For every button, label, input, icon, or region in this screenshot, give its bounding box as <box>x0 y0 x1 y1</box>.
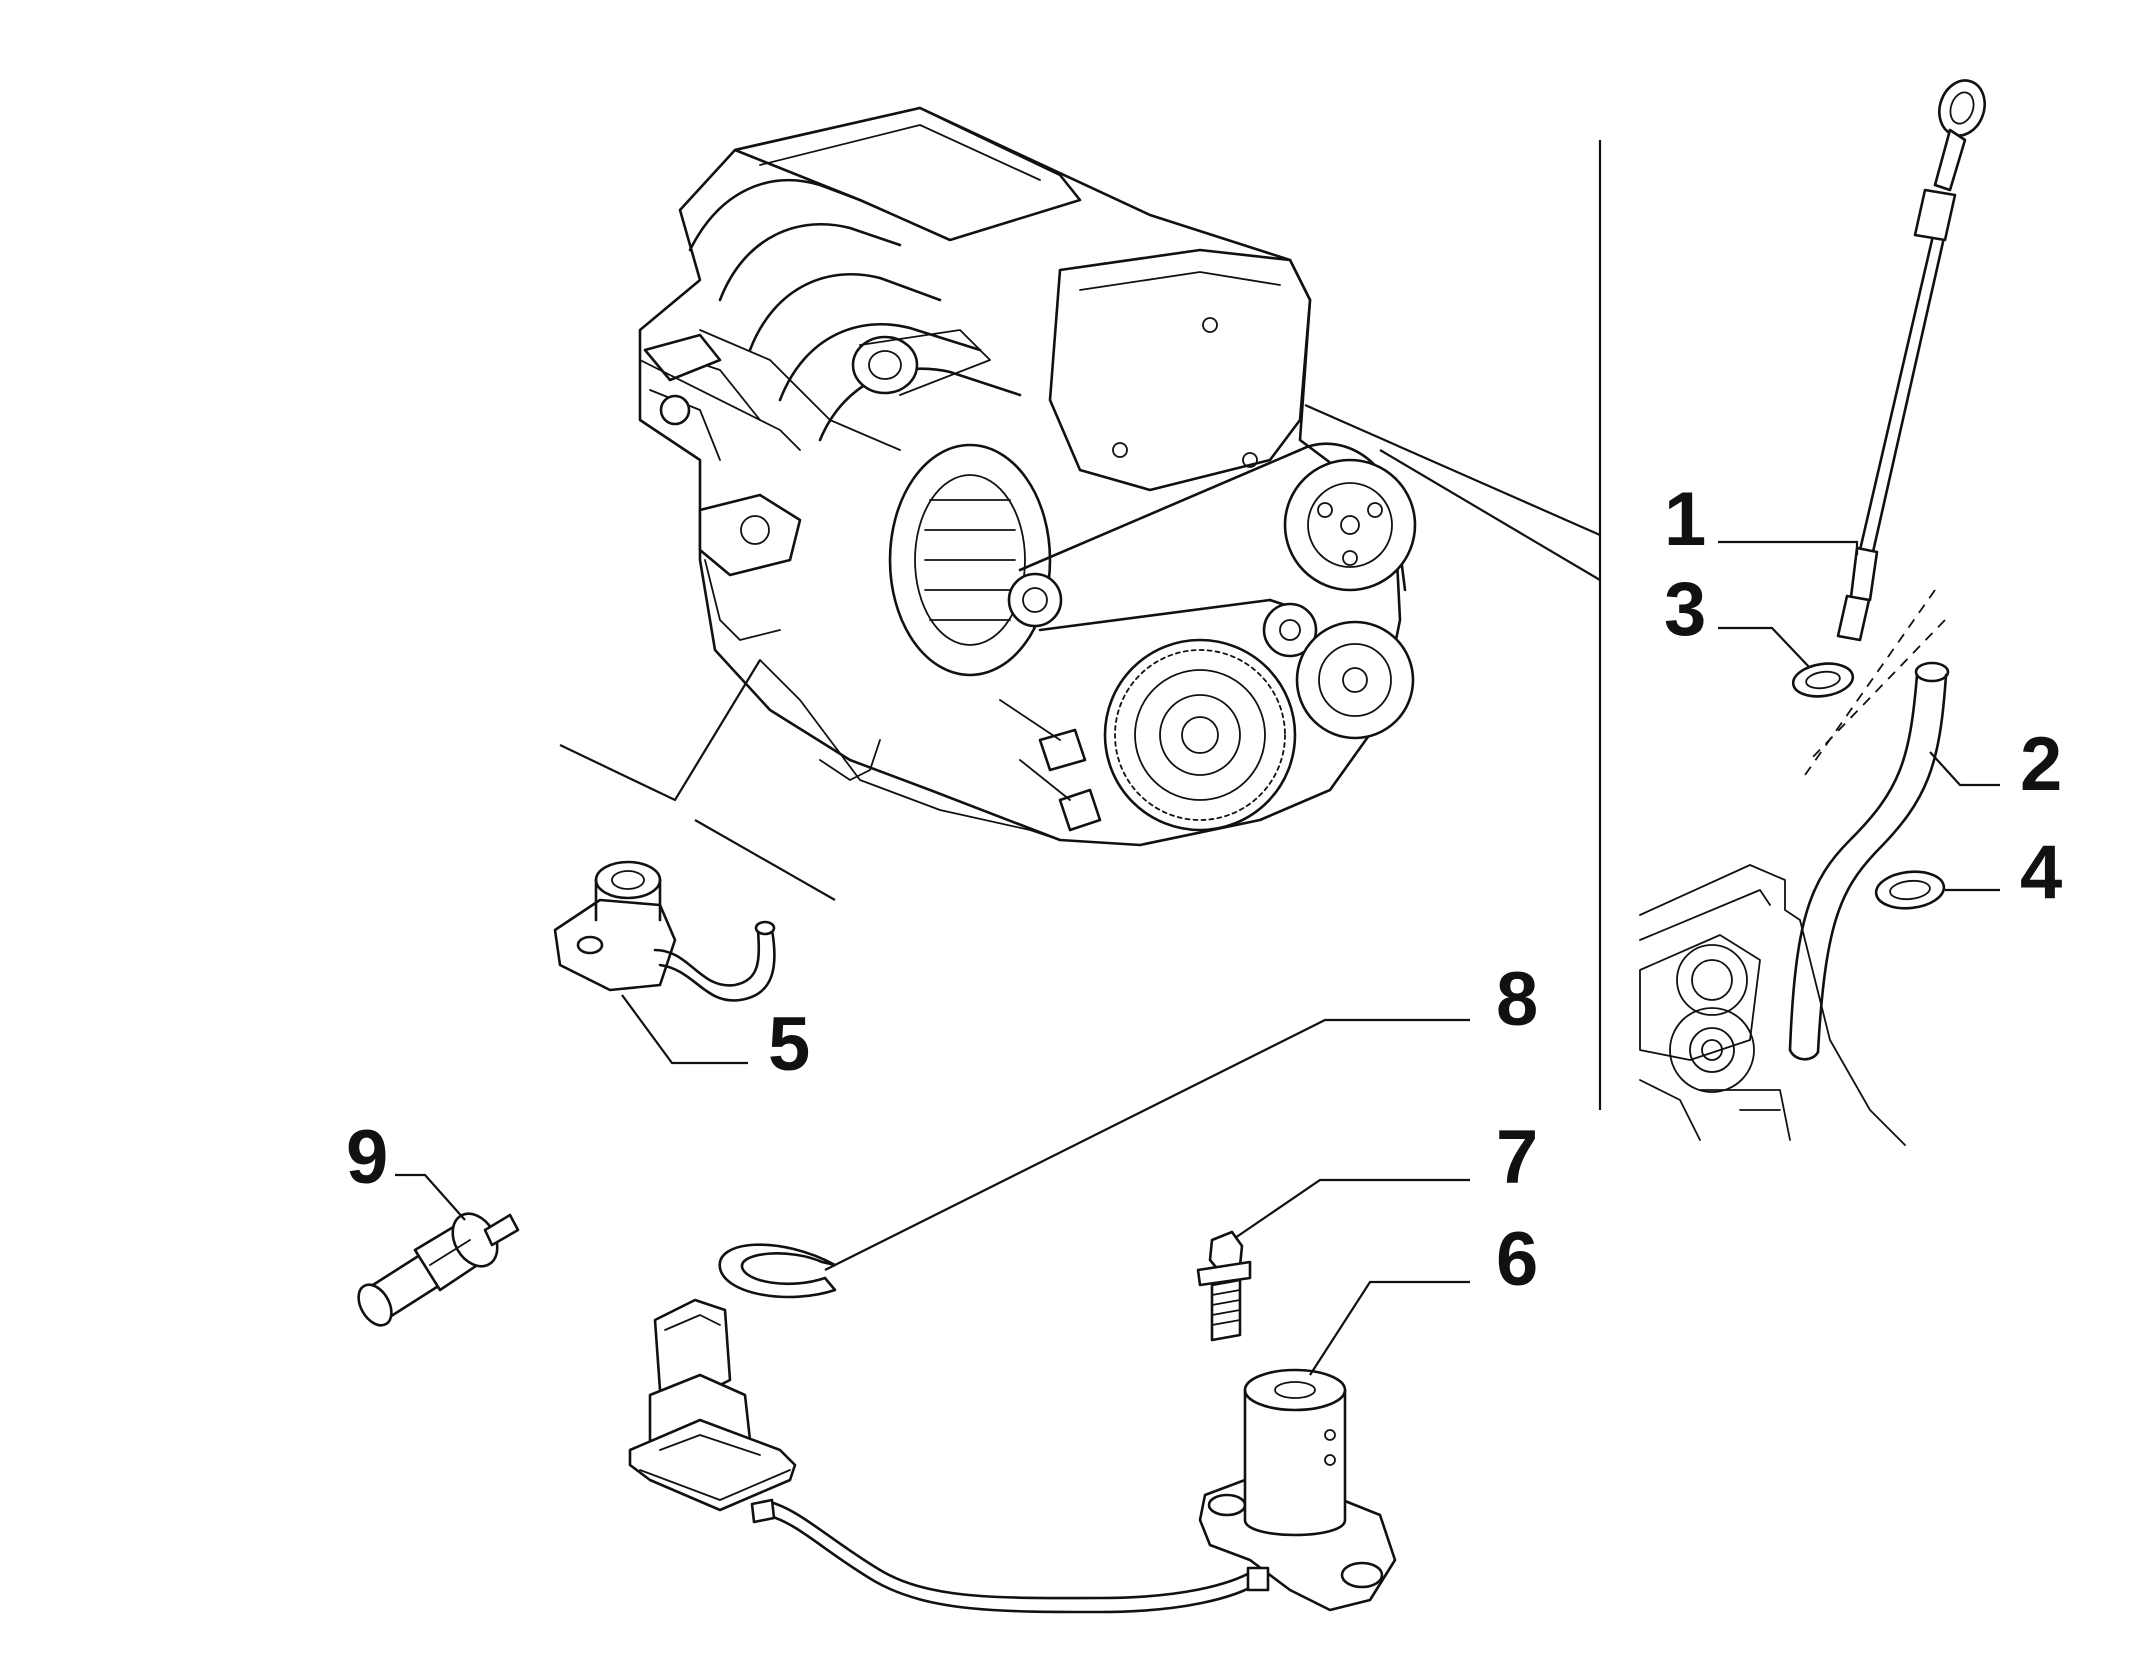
callout-6: 6 <box>1496 1217 1538 1302</box>
callout-4: 4 <box>2020 830 2062 915</box>
pointer-line <box>694 819 836 901</box>
part-5-sensor-assembly <box>553 860 776 1002</box>
leader-line-1 <box>1718 540 1859 555</box>
part-7-bolt <box>1196 1230 1252 1342</box>
part-8-circlip <box>718 1243 837 1299</box>
callout-5: 5 <box>768 1002 810 1087</box>
part-4-seal-ring <box>1874 870 1946 910</box>
leader-line-5 <box>621 994 748 1065</box>
callout-2: 2 <box>2020 722 2062 807</box>
part-9-pressure-switch <box>357 1212 520 1327</box>
leader-line-6 <box>1309 1280 1470 1376</box>
leader-line-9 <box>395 1173 466 1221</box>
alignment-line <box>1809 619 1946 761</box>
callout-7: 7 <box>1496 1115 1538 1200</box>
alignment-line <box>1804 589 1936 776</box>
dipstick-mount-detail <box>1639 864 1906 1146</box>
pointer-line <box>1379 449 1601 581</box>
pointer-line <box>559 659 761 802</box>
leader-line-7 <box>1234 1178 1470 1239</box>
engine-assembly <box>638 106 1417 847</box>
callout-9: 9 <box>346 1115 388 1200</box>
callout-1: 1 <box>1664 477 1706 562</box>
pointer-line <box>1304 403 1601 537</box>
leader-line-3 <box>1718 626 1811 669</box>
callout-8: 8 <box>1496 957 1538 1042</box>
leader-line-2 <box>1929 751 2000 787</box>
part-6-sensor-with-cable <box>628 1298 1397 1614</box>
part-3-o-ring <box>1791 662 1855 698</box>
part-2-dipstick-tube <box>1788 661 1950 1061</box>
part-1-oil-dipstick <box>1836 79 1986 642</box>
callout-3: 3 <box>1664 567 1706 652</box>
leader-line-8 <box>824 1018 1470 1271</box>
